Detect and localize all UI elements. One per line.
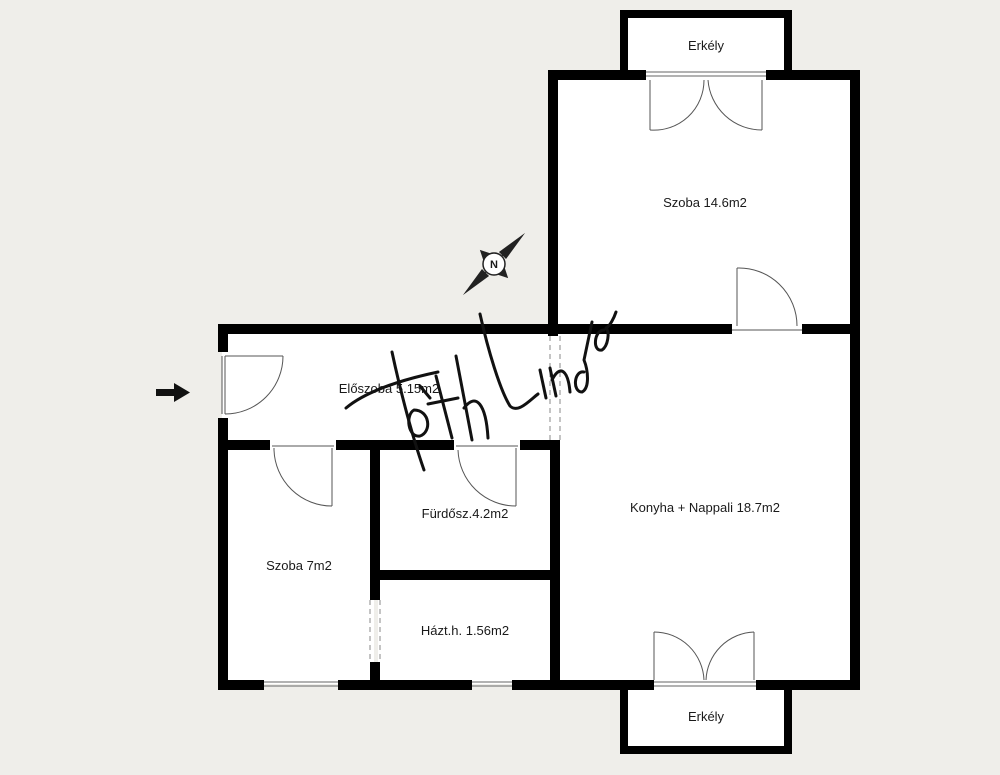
label-eloszoba: Előszoba 5.15m2 (339, 381, 439, 396)
label-haztartas: Házt.h. 1.56m2 (421, 623, 509, 638)
label-szoba-large: Szoba 14.6m2 (663, 195, 747, 210)
label-erkely-bottom: Erkély (688, 709, 725, 724)
entrance-arrow-icon (156, 383, 190, 402)
windows (264, 71, 766, 687)
compass-icon (462, 232, 526, 296)
walls (218, 10, 860, 754)
doors (221, 79, 802, 681)
open-boundaries (369, 336, 561, 662)
room-floors (222, 14, 856, 748)
room-labels: Erkély Szoba 14.6m2 Előszoba 5.15m2 Kony… (266, 38, 780, 724)
signature-watermark (344, 310, 618, 472)
label-konyha-nappali: Konyha + Nappali 18.7m2 (630, 500, 780, 515)
label-szoba-small: Szoba 7m2 (266, 558, 332, 573)
compass-letter: N (490, 259, 498, 271)
label-erkely-top: Erkély (688, 38, 725, 53)
label-furdoszoba: Fürdősz.4.2m2 (422, 506, 509, 521)
